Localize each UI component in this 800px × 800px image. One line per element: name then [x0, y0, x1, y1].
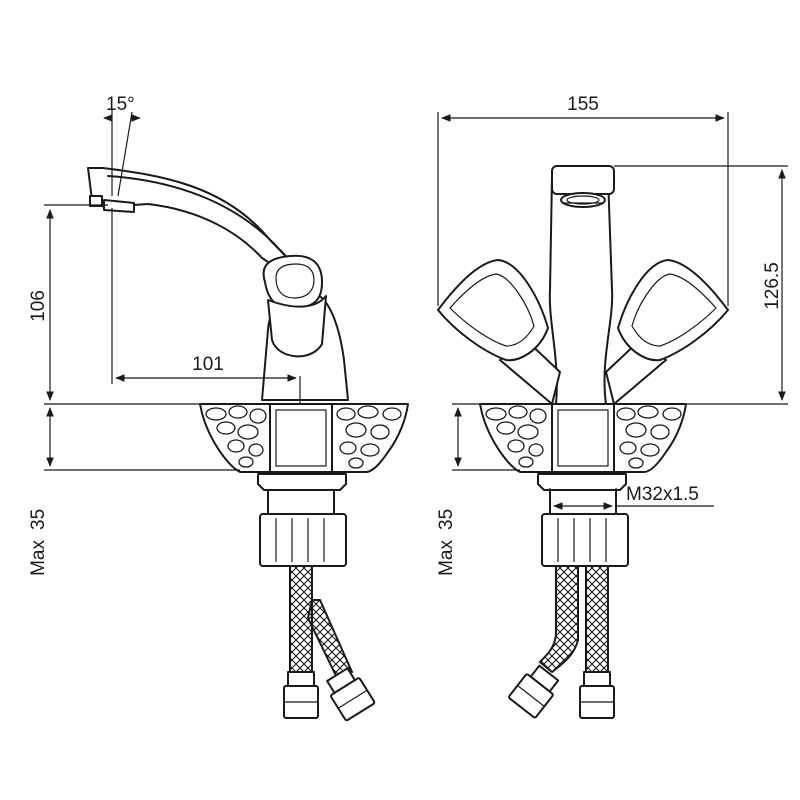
dim-max-side-label: Max: [28, 540, 49, 576]
dim-max-side-value: 35: [28, 509, 49, 530]
front-hose-right-ferrule: [583, 671, 611, 687]
dim-angle-text: 15°: [106, 94, 135, 115]
front-aerator-inner: [566, 195, 600, 205]
front-hose-left: [538, 565, 579, 674]
front-base-core: [551, 403, 615, 473]
side-hose-right-fitting: [326, 667, 376, 722]
dim-max-side: Max 35: [28, 407, 240, 576]
side-nut-ridges: [275, 518, 325, 562]
front-left-handle: [437, 259, 549, 362]
front-shank: [549, 489, 617, 515]
side-washer: [257, 473, 347, 491]
dim-thread-text: M32x1.5: [626, 484, 699, 505]
front-spout-column: [548, 175, 614, 405]
dim-overall-width: 155: [437, 94, 729, 306]
side-nut: [259, 513, 347, 567]
front-spout-head: [551, 165, 615, 195]
dim-max-front-value: 35: [436, 509, 457, 530]
dim-spout-height-text: 106: [28, 290, 49, 322]
dim-spout-height: 106: [28, 204, 200, 405]
front-stone-pattern: [485, 405, 682, 469]
side-hose-right: [306, 599, 354, 682]
dim-max-front: Max 35: [436, 403, 520, 576]
front-nut: [541, 513, 629, 567]
front-left-handle-inner: [449, 273, 535, 347]
dim-max-front-label: Max: [436, 540, 457, 576]
front-hose-right: [585, 565, 609, 675]
dim-spout-reach: 101: [111, 208, 297, 384]
front-view: 155 126.5 Max 35 M32x1.5: [436, 94, 788, 719]
side-handle-lever: [267, 295, 327, 358]
front-nut-ridges: [557, 518, 607, 562]
front-base-core-inner: [557, 409, 609, 467]
side-base-core-inner: [275, 409, 327, 467]
dim-overall-width-text: 155: [567, 94, 599, 115]
dim-overall-height-text: 126.5: [762, 262, 783, 310]
side-base-core: [269, 403, 333, 473]
front-right-handle-inner: [631, 273, 717, 347]
front-washer: [537, 473, 627, 491]
front-hose-left-fitting: [508, 664, 560, 719]
dim-overall-height: 126.5: [614, 165, 788, 405]
side-stone-pattern: [205, 405, 402, 469]
side-handle-highlight: [275, 263, 315, 299]
dim-spout-reach-text: 101: [192, 354, 224, 375]
side-aerator-tip: [103, 199, 135, 213]
side-hose-left-ferrule: [287, 671, 315, 687]
front-right-handle: [617, 259, 729, 362]
dim-angle: 15°: [103, 94, 141, 197]
side-aerator: [89, 195, 103, 207]
side-view: 15° 106 101 Max 35: [28, 94, 409, 722]
dim-thread: M32x1.5: [549, 484, 714, 512]
side-shank: [267, 489, 335, 515]
